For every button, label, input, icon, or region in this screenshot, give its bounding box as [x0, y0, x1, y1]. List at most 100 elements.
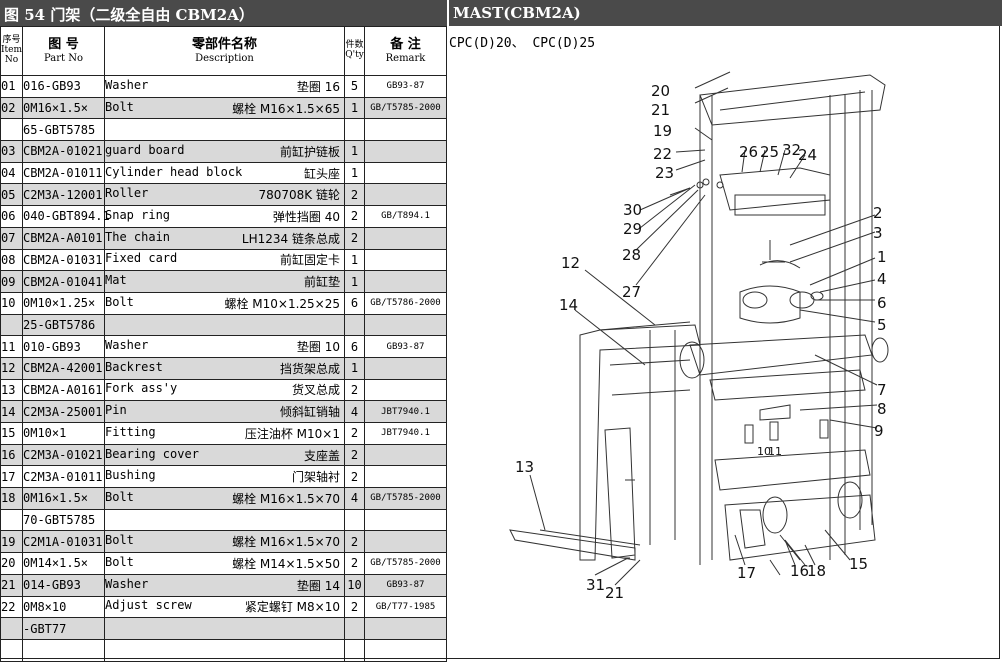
item-no-cell: 15: [0, 422, 23, 445]
description-en: Bolt: [105, 533, 134, 548]
description-cn: 螺栓 M10×1.25×25: [224, 296, 340, 311]
remark-cell: [364, 378, 447, 402]
qty-cell: 1: [344, 161, 365, 185]
callout-24: 24: [798, 146, 817, 164]
remark-cell: [364, 118, 447, 142]
description-en: Bolt: [105, 489, 134, 504]
description-en: Cylinder head block: [105, 164, 243, 179]
qty-cell: 6: [344, 335, 365, 358]
remark-cell: [364, 508, 447, 532]
part-no-cell: CBM2A-42001: [22, 356, 105, 380]
item-no-cell: [0, 638, 23, 662]
part-no-cell: CBM2A-01031: [22, 248, 105, 272]
item-no-cell: [0, 617, 23, 640]
description-cn: 紧定螺钉 M8×10: [244, 600, 340, 615]
col-description: 零部件名称 Description: [104, 26, 345, 76]
remark-cell: [364, 617, 447, 640]
callout-3: 3: [873, 224, 883, 242]
callout-16: 16: [790, 562, 809, 580]
qty-cell: 2: [344, 595, 365, 619]
description-en: Fork ass'y: [105, 381, 178, 396]
description-cn: LH1234 链条总成: [241, 231, 340, 246]
qty-cell: 4: [344, 487, 365, 510]
qty-cell: 4: [344, 400, 365, 423]
description-cn: 前缸垫: [303, 275, 340, 290]
qty-cell: 5: [344, 75, 365, 98]
item-no-cell: 04: [0, 161, 23, 185]
part-no-cell: CBM2A-01041: [22, 270, 105, 293]
item-no-cell: 19: [0, 530, 23, 554]
description-en: Backrest: [105, 359, 163, 374]
remark-cell: GB/T5785-2000: [364, 96, 447, 120]
description-en: The chain: [105, 229, 171, 244]
description-cn: 压注油杯 M10×1: [244, 426, 340, 441]
remark-cell: [364, 443, 447, 467]
qty-cell: [344, 508, 365, 532]
qty-cell: 2: [344, 205, 365, 228]
part-no-cell: 0M16×1.5×: [22, 487, 105, 510]
remark-cell: [364, 313, 447, 337]
callout-26: 26: [739, 143, 758, 161]
item-no-cell: [0, 118, 23, 142]
col-qty: 件数 Q'ty: [344, 26, 365, 76]
remark-cell: GB/T894.1: [364, 205, 447, 228]
callout-15: 15: [849, 555, 868, 573]
item-no-cell: 13: [0, 378, 23, 402]
callout-9: 9: [874, 422, 884, 440]
description-cell: [104, 118, 345, 142]
remark-cell: GB93-87: [364, 335, 447, 358]
item-no-cell: 14: [0, 400, 23, 423]
description-cell: [104, 508, 345, 532]
item-no-cell: 01: [0, 75, 23, 98]
col-part-no: 图 号 Part No: [22, 26, 105, 76]
remark-cell: [364, 140, 447, 163]
qty-cell: 2: [344, 443, 365, 467]
remark-cell: GB/T5785-2000: [364, 552, 447, 575]
remark-cell: GB/T77-1985: [364, 595, 447, 619]
description-cn: 螺栓 M16×1.5×70: [232, 491, 340, 506]
figure-title: 图 54 门架（二级全自由 CBM2A）: [4, 6, 254, 24]
remark-cell: GB/T5785-2000: [364, 487, 447, 510]
callout-14: 14: [559, 296, 578, 314]
description-cell: The chain LH1234 链条总成: [104, 226, 345, 250]
qty-cell: [344, 313, 365, 337]
remark-cell: [364, 638, 447, 662]
part-no-cell: CBM2A-01011: [22, 161, 105, 185]
callout-12: 12: [561, 254, 580, 272]
callout-6: 6: [877, 294, 887, 312]
callout-23: 23: [655, 164, 674, 182]
part-no-cell: 0M10×1: [22, 422, 105, 445]
remark-cell: [364, 248, 447, 272]
part-no-cell: 0M10×1.25×: [22, 291, 105, 315]
callout-20a: 20: [651, 82, 670, 100]
table-row: 65-GBT5785: [0, 118, 447, 142]
description-cn: 支座盖: [303, 448, 340, 463]
callout-17: 17: [737, 564, 756, 582]
description-en: Bolt: [105, 99, 134, 114]
qty-cell: [344, 118, 365, 142]
callout-31: 31: [586, 576, 605, 594]
col-remark: 备 注 Remark: [364, 26, 447, 76]
part-no-cell: 0M14×1.5×: [22, 552, 105, 575]
part-no-cell: CBM2A-01021: [22, 140, 105, 163]
qty-cell: 2: [344, 552, 365, 575]
part-no-cell: C2M3A-01021: [22, 443, 105, 467]
remark-cell: [364, 226, 447, 250]
item-no-cell: 12: [0, 356, 23, 380]
description-en: Washer: [105, 576, 149, 591]
item-no-cell: 22: [0, 595, 23, 619]
callout-21a: 21: [651, 101, 670, 119]
